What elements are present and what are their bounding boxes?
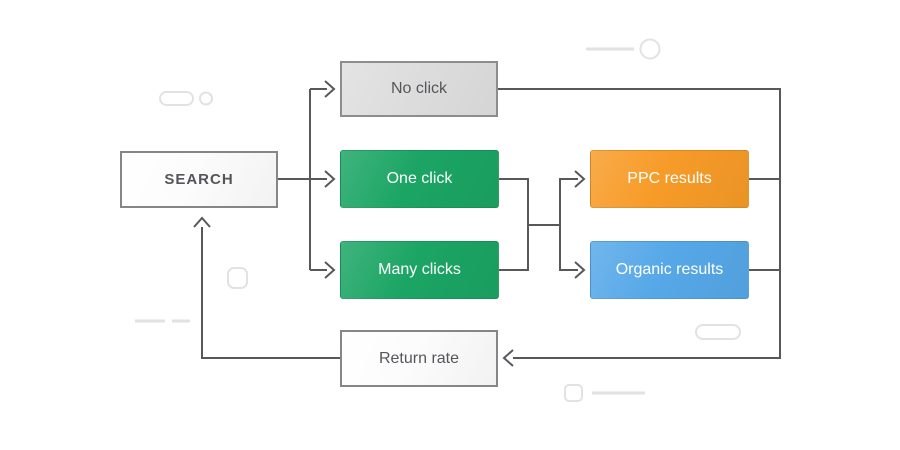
arrow-head-return-rate — [502, 349, 514, 367]
node-no-click: No click — [340, 61, 498, 117]
connector-results-split — [559, 178, 578, 271]
arrow-head-many-clicks — [324, 261, 336, 279]
connector-no-click-loop — [498, 88, 781, 359]
connector-lines — [193, 80, 781, 367]
node-many-clicks: Many clicks — [340, 241, 499, 299]
node-organic-results: Organic results — [590, 241, 749, 299]
arrow-head-no-click — [324, 80, 336, 98]
decor-pill-right — [695, 324, 741, 340]
node-return-rate: Return rate — [340, 330, 498, 387]
connector-return-to-search — [201, 227, 340, 359]
decor-rounded-square-bottom — [564, 384, 583, 402]
node-one-click: One click — [340, 150, 499, 208]
decor-pill-top-left — [159, 91, 194, 106]
arrow-head-ppc-results — [574, 170, 586, 188]
arrow-head-search-loop — [193, 216, 211, 228]
decor-shapes — [135, 38, 741, 402]
node-ppc-results: PPC results — [590, 150, 749, 208]
decor-circle-top-left — [199, 91, 213, 106]
node-search: SEARCH — [120, 151, 278, 208]
connector-clicks-merge — [499, 178, 529, 271]
decor-rounded-square-left — [227, 267, 248, 289]
decor-circle-top-right — [639, 38, 661, 60]
arrow-head-one-click — [324, 170, 336, 188]
arrow-head-organic-results — [574, 261, 586, 279]
